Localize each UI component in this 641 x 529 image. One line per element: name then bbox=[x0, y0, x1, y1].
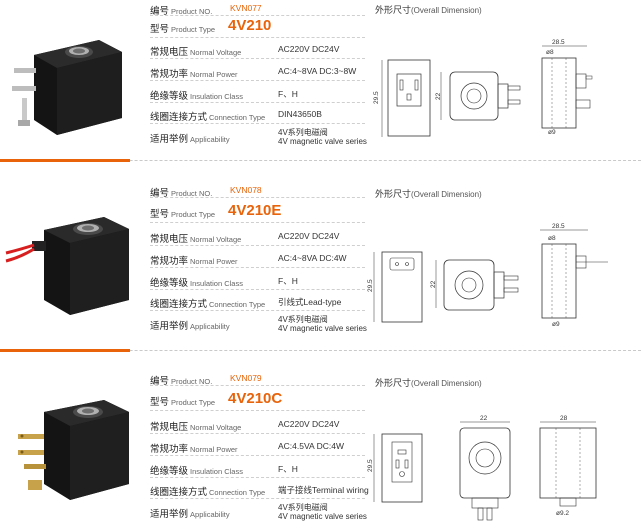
section-divider bbox=[0, 350, 641, 351]
svg-text:ø8: ø8 bbox=[546, 49, 554, 56]
product-photo-coil-din bbox=[12, 40, 122, 135]
dimension-drawing: 29.5 22 28 ø9.2 bbox=[367, 415, 597, 521]
dimension-drawing: 29.5 22 28.5 ø8 ø9 bbox=[367, 223, 608, 328]
section-accent-bar bbox=[0, 349, 130, 352]
product-no-value: KVN078 bbox=[230, 185, 262, 195]
svg-text:29.5: 29.5 bbox=[367, 279, 374, 292]
svg-text:29.5: 29.5 bbox=[373, 91, 380, 104]
dimension-title: 外形尺寸(Overall Dimension) bbox=[375, 378, 482, 388]
svg-text:22: 22 bbox=[480, 415, 488, 422]
product-type-value: 4V210 bbox=[228, 17, 272, 34]
svg-text:29.5: 29.5 bbox=[367, 459, 374, 472]
svg-text:22: 22 bbox=[435, 92, 442, 100]
svg-text:28.5: 28.5 bbox=[552, 223, 565, 230]
dimension-title: 外形尺寸(Overall Dimension) bbox=[375, 5, 482, 15]
product-photo-coil-terminal bbox=[18, 400, 129, 500]
svg-text:ø9.2: ø9.2 bbox=[556, 510, 569, 517]
section-accent-bar bbox=[0, 159, 130, 162]
svg-text:28: 28 bbox=[560, 415, 568, 422]
section-divider bbox=[0, 160, 641, 161]
svg-text:ø9: ø9 bbox=[548, 129, 556, 136]
svg-text:28.5: 28.5 bbox=[552, 39, 565, 46]
svg-text:ø8: ø8 bbox=[548, 235, 556, 242]
product-no-value: KVN077 bbox=[230, 3, 262, 13]
dimension-drawing: 29.5 22 28.5 ø8 ø9 bbox=[373, 39, 593, 137]
svg-text:22: 22 bbox=[430, 280, 437, 288]
product-type-value: 4V210C bbox=[228, 390, 283, 407]
product-photo-coil-lead bbox=[5, 217, 129, 315]
product-type-value: 4V210E bbox=[228, 202, 282, 219]
product-no-value: KVN079 bbox=[230, 373, 262, 383]
svg-text:ø9: ø9 bbox=[552, 321, 560, 328]
dimension-title: 外形尺寸(Overall Dimension) bbox=[375, 189, 482, 199]
